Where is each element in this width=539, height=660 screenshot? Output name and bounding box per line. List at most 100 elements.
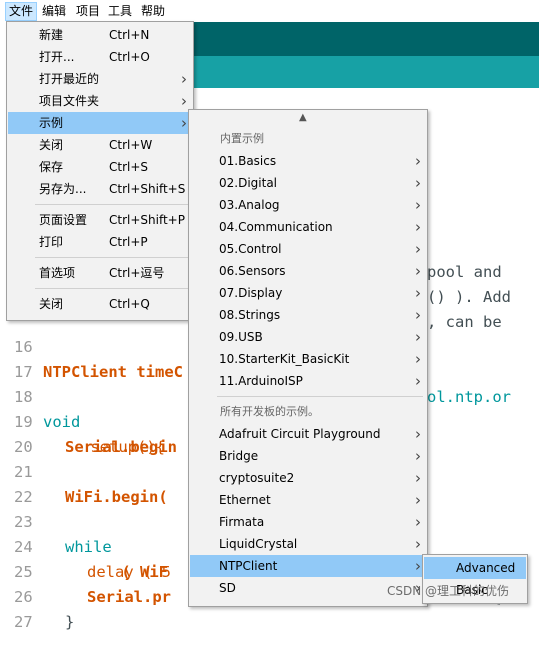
menu-sketch[interactable]: 项目 — [76, 4, 101, 18]
example-category-item[interactable]: 07.Display› — [190, 282, 426, 304]
menu-item-label: 打印 — [39, 235, 64, 249]
menu-item-label: cryptosuite2 — [219, 471, 295, 485]
menu-separator — [35, 257, 189, 258]
menu-help[interactable]: 帮助 — [141, 4, 166, 18]
code-line: 17 — [0, 335, 539, 381]
line-number: 19 — [14, 413, 33, 431]
menu-tools[interactable]: 工具 — [108, 4, 133, 18]
example-category-item[interactable]: 01.Basics› — [190, 150, 426, 172]
code-line: , can be — [0, 285, 539, 331]
scroll-up-icon[interactable]: ▲ — [299, 112, 307, 123]
line-number: 18 — [14, 388, 33, 406]
code-line: 21 WiFi.begin( — [0, 435, 539, 506]
menu-item-label: Basic — [456, 583, 488, 597]
menu-item-label: Ethernet — [219, 493, 271, 507]
code-text: WiFi.begin( — [65, 488, 168, 506]
chevron-right-icon: › — [415, 447, 421, 465]
menu-item-label: 项目文件夹 — [39, 94, 100, 108]
chevron-right-icon: › — [415, 557, 421, 575]
watermark: CSDN @理工科的优伤 — [387, 584, 510, 598]
code-text: Serial.pr — [87, 588, 171, 606]
chevron-right-icon: › — [415, 491, 421, 509]
line-number: 24 — [14, 538, 33, 556]
menu-item-label: Firmata — [219, 515, 265, 529]
file-menu-item[interactable]: 打开...Ctrl+O — [8, 46, 192, 68]
menu-item-label: Adafruit Circuit Playground — [219, 427, 381, 441]
file-menu-item[interactable]: 项目文件夹› — [8, 90, 192, 112]
board-example-item[interactable]: cryptosuite2 › — [190, 467, 426, 489]
line-number: 23 — [14, 513, 33, 531]
menu-item-label: 06.Sensors — [219, 264, 286, 278]
example-category-item[interactable]: 04.Communication› — [190, 216, 426, 238]
code-line: 20 — [0, 410, 539, 456]
menu-item-label: 05.Control — [219, 242, 282, 256]
line-number: 22 — [14, 488, 33, 506]
example-category-item[interactable]: 03.Analog› — [190, 194, 426, 216]
menu-file[interactable]: 文件 — [5, 2, 38, 21]
menu-item-label: Bridge — [219, 449, 259, 463]
code-text: setup(){ — [81, 438, 165, 456]
board-example-item[interactable]: Firmata › — [190, 511, 426, 533]
line-number: 20 — [14, 438, 33, 456]
line-number: 17 — [14, 363, 33, 381]
chevron-right-icon: › — [415, 328, 421, 346]
chevron-right-icon: › — [181, 114, 187, 132]
menu-item-shortcut: Ctrl+Shift+P — [109, 213, 185, 227]
ide-tab-bar — [192, 56, 539, 88]
menu-item-label: 04.Communication — [219, 220, 333, 234]
chevron-right-icon: › — [415, 372, 421, 390]
example-category-item[interactable]: 10.StarterKit_BasicKit› — [190, 348, 426, 370]
board-example-item[interactable]: NTPClient› — [190, 555, 426, 577]
code-text: ( WiF — [112, 563, 168, 581]
menu-item-label: 示例 — [39, 116, 64, 130]
board-example-item[interactable]: Bridge › — [190, 445, 426, 467]
menu-item-label: 首选项 — [39, 266, 76, 280]
example-category-item[interactable]: 11.ArduinoISP › — [190, 370, 426, 392]
file-menu-item[interactable]: 另存为...Ctrl+Shift+S — [8, 178, 192, 200]
code-line: 18 void setup(){ — [0, 360, 539, 456]
code-text: } — [65, 613, 75, 631]
board-example-item[interactable]: Adafruit Circuit Playground› — [190, 423, 426, 445]
chevron-right-icon: › — [415, 469, 421, 487]
ntpclient-example-item[interactable]: Basic — [424, 579, 526, 601]
line-number: 21 — [14, 463, 33, 481]
example-category-item[interactable]: 09.USB› — [190, 326, 426, 348]
line-number: 27 — [14, 613, 33, 631]
menu-item-label: 01.Basics — [219, 154, 277, 168]
code-keyword: void — [43, 413, 81, 431]
chevron-right-icon: › — [415, 535, 421, 553]
file-menu-item[interactable]: 页面设置 Ctrl+Shift+P — [8, 209, 192, 231]
menu-item-label: 11.ArduinoISP — [219, 374, 303, 388]
example-category-item[interactable]: 05.Control› — [190, 238, 426, 260]
menu-separator — [217, 396, 423, 397]
menu-item-label: 页面设置 — [39, 213, 88, 227]
menu-item-label: 03.Analog — [219, 198, 280, 212]
builtin-examples-header: 内置示例 — [220, 132, 264, 145]
board-example-item[interactable]: LiquidCrystal› — [190, 533, 426, 555]
menu-edit[interactable]: 编辑 — [42, 4, 67, 18]
board-example-item[interactable]: SD› — [190, 577, 426, 599]
file-menu-item[interactable]: 示例 › — [8, 112, 192, 134]
example-category-item[interactable]: 08.Strings › — [190, 304, 426, 326]
menu-item-label: 08.Strings — [219, 308, 281, 322]
menu-item-label: 关闭 — [39, 138, 64, 152]
example-category-item[interactable]: 02.Digital› — [190, 172, 426, 194]
board-example-item[interactable]: Ethernet › — [190, 489, 426, 511]
code-keyword: while — [65, 538, 112, 556]
menu-item-label: 07.Display — [219, 286, 283, 300]
example-category-item[interactable]: 06.Sensors› — [190, 260, 426, 282]
menu-item-label: 02.Digital — [219, 176, 278, 190]
menu-item-label: 另存为... — [39, 182, 87, 196]
chevron-right-icon: › — [415, 306, 421, 324]
ntpclient-example-item[interactable]: Advanced — [424, 557, 526, 579]
file-menu-item[interactable]: 打开最近的› — [8, 68, 192, 90]
chevron-right-icon: › — [415, 513, 421, 531]
